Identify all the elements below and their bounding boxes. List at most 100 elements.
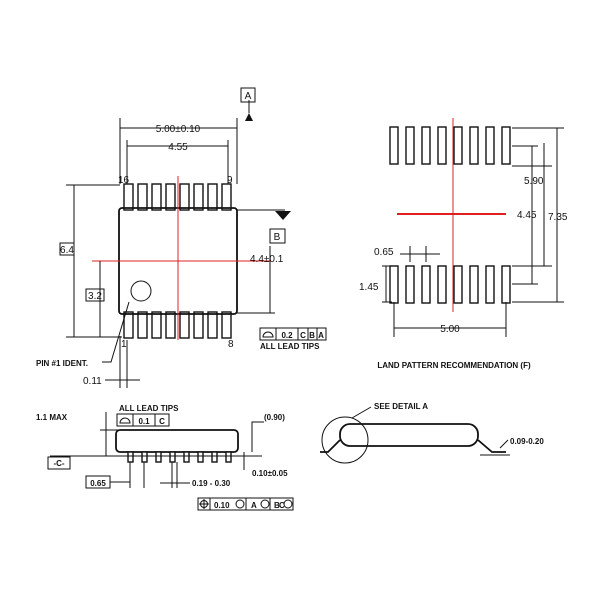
detail-a-circle [321,416,369,464]
position-ref-a: A [251,501,257,510]
dim-445: 4.45 [517,210,537,221]
profile-surface-icon [262,331,274,338]
bottom-pin [207,311,218,339]
land-pad [405,265,415,304]
land-pattern-view: 5.90 4.45 7.35 0.65 1.45 5.00 LAND PATTE… [359,118,568,370]
datum-b-box [269,228,286,244]
land-pad [501,126,511,165]
land-pad [469,265,479,304]
land-pad [453,265,463,304]
dim-pad-length: 1.45 [359,282,379,293]
land-pad [501,265,511,304]
top-pin [151,183,162,211]
dim-total-width: 6.4 [60,245,74,256]
datum-b-arrow [275,211,291,220]
bottom-pin [165,311,176,339]
top-pin [193,183,204,211]
detail-leader [351,406,372,419]
land-pad [485,265,495,304]
side-all-lead-tips: ALL LEAD TIPS [119,404,179,413]
position-tol-value: 0.10 [214,501,230,510]
dim-overall-width: 5.00±0.10 [156,124,201,135]
land-pad [437,265,447,304]
land-pad-bottom-row [389,265,511,304]
datum-c-box [47,456,71,470]
land-pad-top-row [389,126,511,165]
side-tolerance-frame: 0.1 C [116,413,170,427]
datum-a-box [240,87,256,103]
bottom-pin [179,311,190,339]
position-tolerance-frame: 0.10 A B C [197,497,294,511]
side-profile-icon [119,417,131,424]
dim-half-width: 3.2 [88,291,102,302]
land-pad [469,126,479,165]
datum-b-label: B [274,232,281,243]
dim-590: 5.90 [524,176,544,187]
position-ref-c: C [279,501,285,510]
bottom-pin [151,311,162,339]
pin-16-label: 16 [118,175,130,186]
dim-pattern-width: 5.00 [440,324,460,335]
side-height-label: 1.1 MAX [36,413,68,422]
side-pitch: 0.65 [90,479,106,488]
dim-32-box [85,288,105,302]
detail-view: SEE DETAIL A 0.09-0.20 [320,402,544,464]
top-pin [165,183,176,211]
tolerance-value: 0.2 [281,331,293,340]
side-ref-090: (0.90) [264,413,285,422]
dim-body-width: 4.4±0.1 [250,254,284,265]
pin-8-label: 8 [228,339,234,350]
side-tolerance-value: 0.1 [138,417,150,426]
dim-64-box [59,242,75,256]
top-pin-row [123,183,232,211]
land-pad [389,126,399,165]
bottom-pin [221,311,232,339]
datum-c-label: -C- [53,459,64,468]
bottom-pin-row [123,311,232,339]
land-pad [421,265,431,304]
land-pad [389,265,399,304]
datum-a-arrow [245,113,253,121]
tolerance-ref-a: A [318,331,324,340]
pin-1-label: 1 [121,339,127,350]
detail-right-lead [477,439,506,453]
detail-left-lead [320,439,341,453]
dim-pad-pitch: 0.65 [374,247,394,258]
lmc-icon-b [260,499,270,509]
dim-lead-offset: 0.11 [83,376,102,387]
side-standoff: 0.10±0.05 [252,469,288,478]
bottom-pin [137,311,148,339]
top-view: 5.00±0.10 4.55 A B 4.4±0.1 16 9 1 8 6.4 [36,87,327,388]
tolerance-ref-b: B [309,331,315,340]
lmc-icon-c [283,499,293,509]
land-pad [405,126,415,165]
pin1-leader [102,301,130,363]
top-pin [221,183,232,211]
see-detail-label: SEE DETAIL A [374,402,428,411]
lead-thickness-label: 0.09-0.20 [510,437,544,446]
bottom-pin [123,311,134,339]
mmc-icon [235,499,245,509]
bottom-pin [193,311,204,339]
side-lead-width: 0.19 - 0.30 [192,479,231,488]
land-pad [453,126,463,165]
profile-tolerance-frame: 0.2 C B A [259,327,327,341]
position-ref-b: B [274,501,280,510]
land-pad [421,126,431,165]
land-pad [485,126,495,165]
land-pattern-title: LAND PATTERN RECOMMENDATION (F) [377,361,531,370]
dim-pin-span: 4.55 [168,142,188,153]
land-pad [437,126,447,165]
dim-735: 7.35 [548,212,568,223]
top-pin [137,183,148,211]
side-tolerance-ref: C [159,417,165,426]
top-pin [207,183,218,211]
pin1-indicator-circle [130,280,152,302]
top-pin [123,183,134,211]
top-pin [179,183,190,211]
pin1-ident-label: PIN #1 IDENT. [36,359,88,368]
pin-9-label: 9 [227,175,233,186]
side-lead-row [127,451,232,463]
all-lead-tips-label: ALL LEAD TIPS [260,342,320,351]
